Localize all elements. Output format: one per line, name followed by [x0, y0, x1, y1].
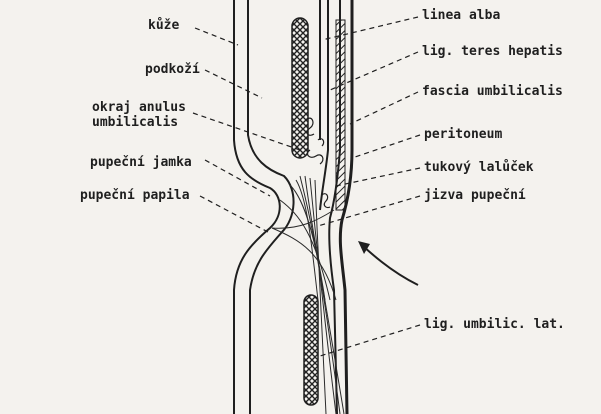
label-jizva-pupecni: jizva pupeční	[424, 188, 526, 203]
label-kuze: kůže	[148, 18, 179, 33]
rectus-muscle-top	[292, 18, 308, 158]
label-linea-alba: linea alba	[422, 8, 500, 23]
label-fascia-umbilicalis: fascia umbilicalis	[422, 84, 563, 99]
label-lig-teres-hepatis: lig. teres hepatis	[422, 44, 563, 59]
skin-inner-line	[248, 0, 294, 414]
label-pupecni-papila: pupeční papila	[80, 188, 190, 203]
label-podkozi: podkoží	[145, 62, 200, 77]
label-okraj-anulus-line2: umbilicalis	[92, 115, 178, 130]
label-tukovy-lalucek: tukový lalůček	[424, 160, 534, 175]
rectus-muscle-bottom	[304, 295, 318, 405]
lig-teres-line	[320, 0, 328, 210]
wall-arrow	[362, 245, 418, 285]
label-peritoneum: peritoneum	[424, 127, 502, 142]
fascia-strip	[336, 20, 345, 210]
label-okraj-anulus-line1: okraj anulus	[92, 100, 186, 115]
skin-line	[234, 0, 280, 414]
label-lig-umbilic-lat: lig. umbilic. lat.	[424, 317, 565, 332]
label-pupecni-jamka: pupeční jamka	[90, 155, 192, 170]
